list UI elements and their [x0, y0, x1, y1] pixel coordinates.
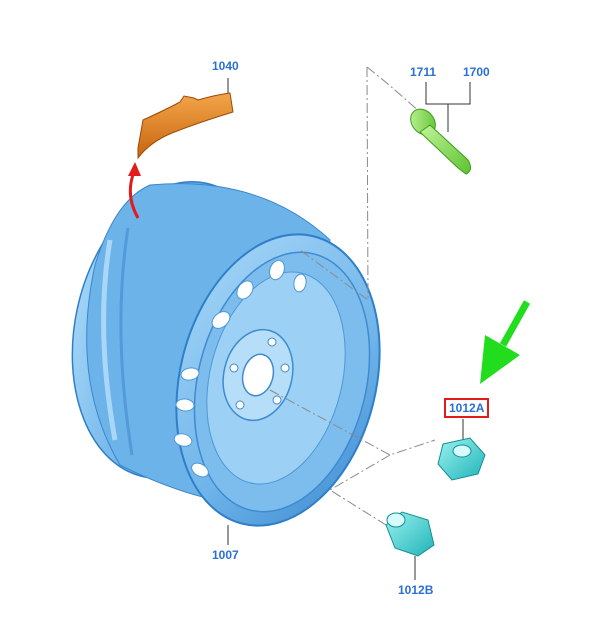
- label-leaders: [227, 78, 471, 580]
- part-number-1012a-highlighted[interactable]: 1012A: [444, 398, 490, 418]
- red-arrow-icon: [128, 162, 141, 219]
- wheel-nut-icon: [437, 437, 486, 481]
- locking-wheel-nut-icon: [385, 511, 435, 557]
- steel-wheel-icon: [71, 181, 381, 527]
- part-number-1012b[interactable]: 1012B: [398, 583, 434, 597]
- part-number-1007[interactable]: 1007: [212, 548, 239, 562]
- wheel-balance-weight-icon: [137, 92, 234, 160]
- part-number-1700[interactable]: 1700: [463, 65, 490, 79]
- part-number-1040[interactable]: 1040: [212, 59, 239, 73]
- part-number-1711[interactable]: 1711: [410, 65, 437, 79]
- tire-valve-icon: [410, 108, 472, 175]
- green-arrow-icon: [480, 300, 531, 384]
- leader-lines: [269, 66, 436, 526]
